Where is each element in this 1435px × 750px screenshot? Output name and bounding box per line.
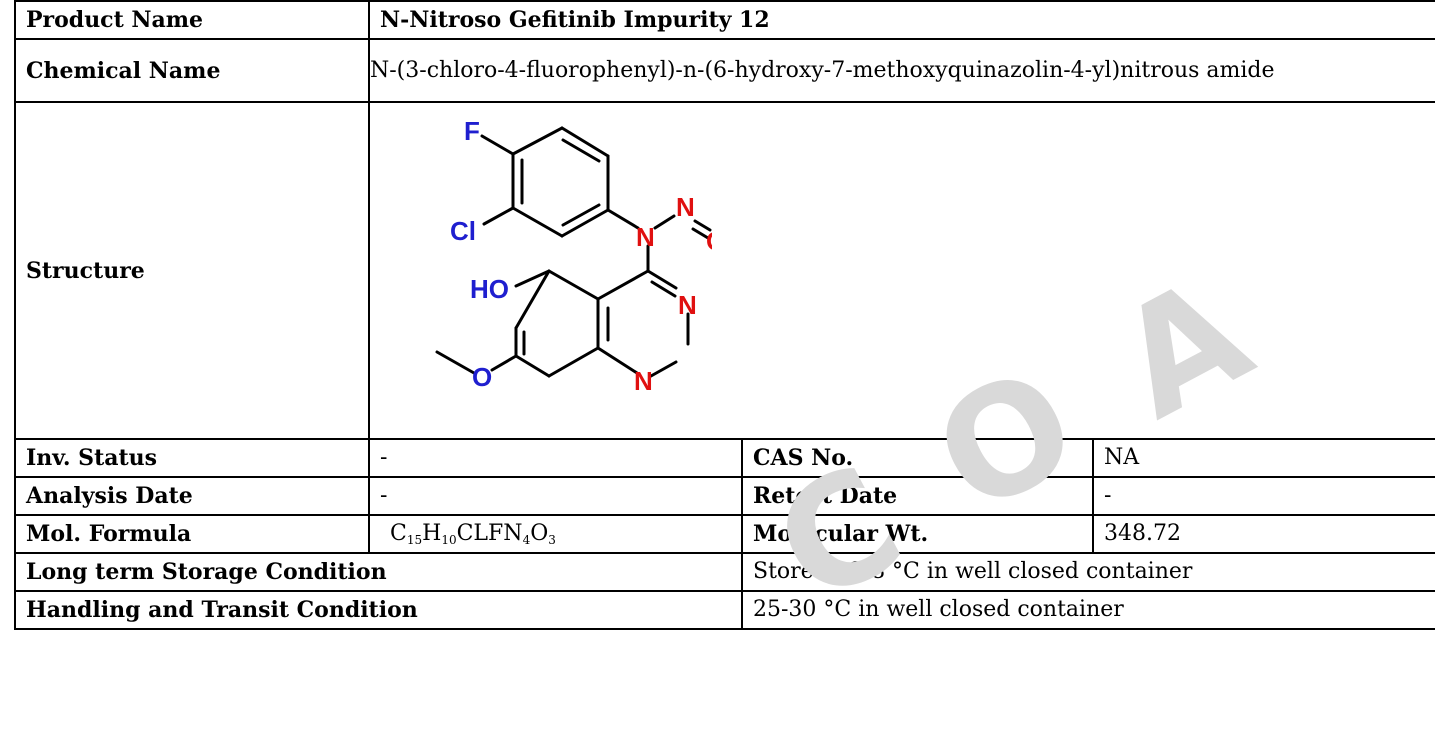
- mol-formula-row: Mol. Formula C15H10CLFN4O3 Molecular Wt.…: [14, 514, 1435, 554]
- formula-subscript: 10: [441, 533, 457, 547]
- inv-status-label: Inv. Status: [14, 438, 370, 478]
- storage-value: Store at 2-8 °C in well closed container: [740, 552, 1435, 592]
- formula-subscript: 3: [548, 533, 556, 547]
- storage-row: Long term Storage Condition Store at 2-8…: [14, 552, 1435, 592]
- formula-part: H: [422, 521, 442, 546]
- inv-status-value: -: [368, 438, 743, 478]
- atom-o-methoxy: O: [472, 362, 492, 392]
- coa-document: Product Name N-Nitroso Gefitinib Impurit…: [14, 0, 1435, 731]
- product-name-row: Product Name N-Nitroso Gefitinib Impurit…: [14, 0, 1435, 40]
- atom-f: F: [464, 118, 480, 146]
- atom-n-ring2: N: [634, 366, 653, 396]
- structure-label: Structure: [14, 101, 370, 440]
- mol-formula-value: C15H10CLFN4O3: [368, 514, 743, 554]
- structure-row: Structure: [14, 101, 1435, 440]
- retest-date-label: Retest Date: [741, 476, 1094, 516]
- atom-ho: HO: [470, 274, 509, 304]
- chemical-structure-image: F Cl N N O HO N N O: [435, 118, 712, 396]
- atom-cl: Cl: [450, 216, 476, 246]
- chemical-name-value: N-(3-chloro-4-fluorophenyl)-n-(6-hydroxy…: [367, 38, 1435, 103]
- analysis-date-row: Analysis Date - Retest Date -: [14, 476, 1435, 516]
- cas-no-value: NA: [1091, 438, 1435, 478]
- handling-label: Handling and Transit Condition: [14, 590, 743, 630]
- formula-subscript: 4: [522, 533, 531, 547]
- analysis-date-value: -: [368, 476, 743, 516]
- analysis-date-label: Analysis Date: [14, 476, 370, 516]
- chemical-name-label: Chemical Name: [14, 38, 370, 103]
- product-name-value: N-Nitroso Gefitinib Impurity 12: [367, 0, 1435, 40]
- handling-row: Handling and Transit Condition 25-30 °C …: [14, 590, 1435, 630]
- formula-part: CLFN: [456, 521, 523, 546]
- atom-n-amine: N: [636, 222, 655, 252]
- atom-n-nitroso: N: [676, 192, 695, 222]
- molecular-wt-label: Molecular Wt.: [741, 514, 1094, 554]
- atom-n-ring1: N: [678, 290, 697, 320]
- formula-part: O: [530, 521, 549, 546]
- product-info-table: Product Name N-Nitroso Gefitinib Impurit…: [14, 0, 1435, 630]
- molecular-wt-value: 348.72: [1091, 514, 1435, 554]
- chemical-name-row: Chemical Name N-(3-chloro-4-fluorophenyl…: [14, 38, 1435, 103]
- structure-cell: F Cl N N O HO N N O: [367, 101, 1435, 440]
- formula-subscript: 15: [406, 533, 423, 547]
- handling-value: 25-30 °C in well closed container: [740, 590, 1435, 630]
- cas-no-label: CAS No.: [741, 438, 1094, 478]
- formula-part: C: [390, 521, 407, 546]
- mol-formula-label: Mol. Formula: [14, 514, 370, 554]
- storage-label: Long term Storage Condition: [14, 552, 743, 592]
- product-name-label: Product Name: [14, 0, 370, 40]
- retest-date-value: -: [1091, 476, 1435, 516]
- atom-o-nitroso: O: [706, 226, 712, 256]
- inv-status-row: Inv. Status - CAS No. NA: [14, 438, 1435, 478]
